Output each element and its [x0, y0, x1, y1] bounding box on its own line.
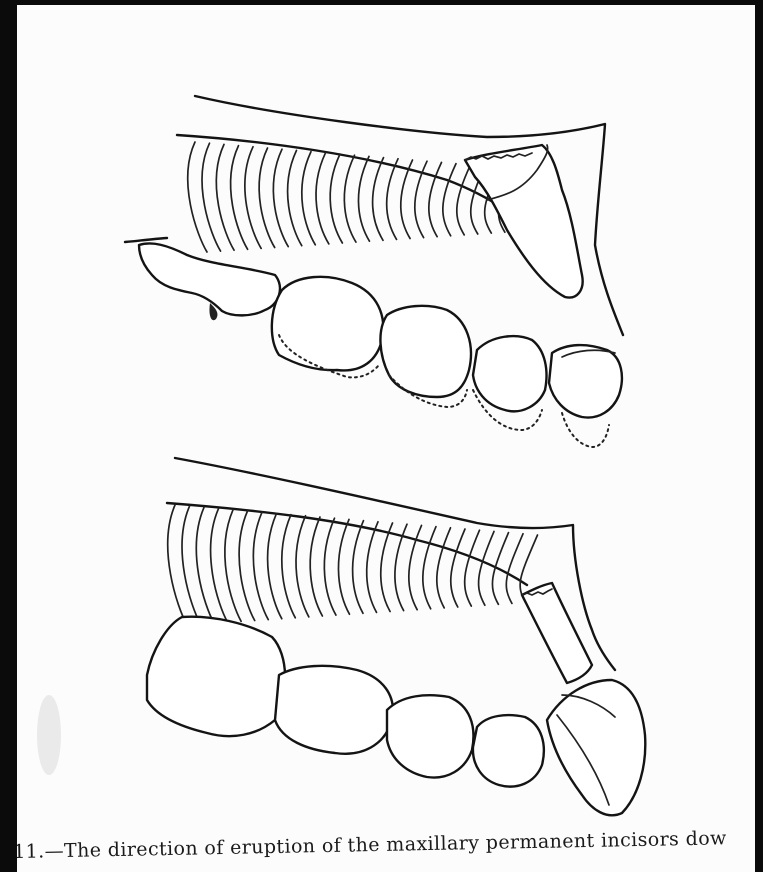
root-ridge-line [451, 529, 465, 607]
root-ridge-line [479, 531, 494, 605]
lower-tooth-2 [275, 666, 393, 754]
root-ridge-line [338, 519, 349, 614]
root-ridge-line [423, 527, 436, 609]
root-ridge-line [259, 148, 275, 248]
root-ridge-line [367, 522, 378, 613]
root-ridge-line [358, 156, 369, 241]
root-ridge-line [373, 158, 384, 241]
upper-tooth-2 [272, 277, 383, 371]
paper-page: 11.—The direction of eruption of the max… [17, 5, 755, 872]
root-ridge-line [429, 162, 442, 236]
root-ridge-line [324, 518, 336, 615]
root-ridge-line [296, 516, 309, 617]
root-ridge-line [387, 159, 398, 240]
root-ridge-line [381, 523, 393, 612]
upper-tooth-4 [473, 336, 546, 411]
root-ridge-line [253, 512, 268, 619]
root-ridge-line [268, 513, 282, 618]
upper-unerupted-incisor [465, 145, 583, 298]
lower-tooth-1 [147, 617, 285, 736]
upper-left-line [125, 238, 167, 242]
root-ridge-line [465, 530, 480, 606]
upper-tooth-1 [139, 243, 280, 315]
root-ridge-line [443, 164, 456, 236]
root-ridge-line [310, 517, 322, 616]
root-ridge-line [457, 165, 471, 235]
root-ridge-line [316, 153, 329, 244]
scan-smudge [37, 695, 61, 775]
upper-maxilla-drawing [125, 96, 623, 447]
root-ridge-line [225, 510, 241, 622]
lower-tooth-3 [387, 695, 473, 777]
lower-tooth-4 [473, 715, 544, 786]
upper-tooth-5 [549, 345, 622, 417]
root-ridge-line [302, 152, 315, 245]
root-ridge-line [330, 154, 342, 243]
root-ridge-line [288, 150, 302, 245]
root-ridge-line [437, 528, 451, 608]
root-ridge-line [353, 521, 364, 614]
root-ridge-line [239, 511, 255, 621]
figure-illustration [17, 5, 755, 872]
lower-maxilla-drawing [147, 458, 645, 815]
root-ridge-line [506, 534, 523, 604]
root-ridge-line [282, 515, 295, 618]
root-ridge-line [344, 155, 356, 242]
root-ridge-line [401, 160, 413, 239]
root-ridge-line [273, 149, 288, 246]
upper-tooth-3 [380, 306, 471, 397]
lower-tooth-5 [547, 680, 645, 815]
